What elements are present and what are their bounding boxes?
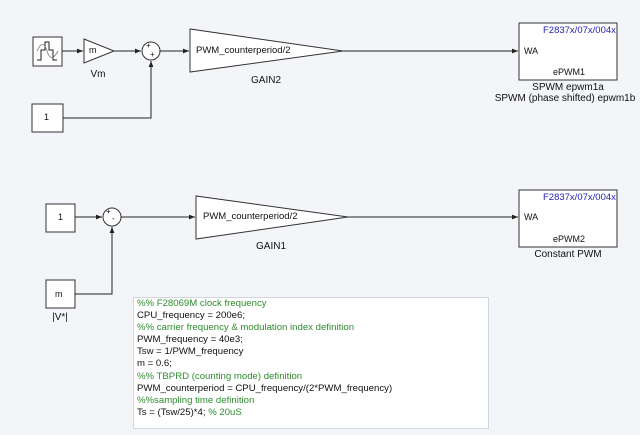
constant-m-value: m: [55, 289, 63, 299]
sine-wave-source-block[interactable]: [32, 36, 63, 67]
code-line: PWM_frequency = 40e3;: [137, 334, 243, 346]
gain2-expression: PWM_counterperiod/2: [196, 45, 291, 56]
epwm1-caption-1: SPWM epwm1a: [532, 82, 604, 93]
code-line: CPU_frequency = 200e6;: [137, 310, 245, 322]
sum-bottom-sign-2: -: [112, 214, 115, 223]
epwm2-target: F2837x/07x/004x: [543, 192, 616, 203]
constant-1-top-value: 1: [44, 112, 50, 122]
wire-m-to-sum-bottom: [75, 227, 115, 295]
epwm1-name: ePWM1: [553, 67, 586, 77]
code-line: Tsw = 1/PWM_frequency: [137, 346, 244, 358]
code-line: %% carrier frequency & modulation index …: [137, 322, 355, 334]
sum-top-sign-1: +: [146, 41, 151, 50]
constant-1-bottom-block[interactable]: [45, 203, 76, 233]
init-code-annotation[interactable]: %% F28069M clock frequency CPU_frequency…: [133, 297, 489, 429]
epwm1-port: WA: [524, 46, 539, 56]
code-line: %% TBPRD (counting mode) definition: [137, 370, 303, 382]
wire-const-to-sum-top: [63, 61, 154, 119]
vm-label: Vm: [90, 69, 106, 80]
epwm2-name: ePWM2: [553, 234, 586, 244]
gain2-block[interactable]: [189, 28, 344, 73]
code-line: PWM_counterperiod = CPU_frequency/(2*PWM…: [137, 382, 393, 394]
code-line: Ts = (Tsw/25)*4; % 20uS: [137, 406, 242, 418]
code-line: m = 0.6;: [137, 358, 172, 370]
constant-1-bottom-value: 1: [58, 212, 64, 222]
constant-m-block[interactable]: [45, 279, 76, 309]
epwm2-caption: Constant PWM: [534, 249, 602, 260]
epwm1-caption-2: SPWM (phase shifted) epwm1b: [494, 93, 636, 104]
gain1-name: GAIN1: [255, 241, 287, 252]
v-star-label: |V*|: [52, 312, 68, 323]
code-line: %%sampling time definition: [137, 394, 255, 406]
gain-m-label: m: [89, 45, 97, 55]
epwm2-port: WA: [524, 212, 539, 222]
epwm1-target: F2837x/07x/004x: [543, 25, 616, 36]
epwm1-block[interactable]: [518, 22, 618, 81]
sum-top-sign-2: +: [150, 50, 155, 59]
code-line: %% F28069M clock frequency: [137, 298, 267, 309]
epwm2-block[interactable]: [518, 189, 618, 248]
gain1-block[interactable]: [195, 195, 349, 240]
constant-1-top-block[interactable]: [31, 103, 64, 133]
gain-m-block[interactable]: [83, 38, 116, 64]
gain1-expression: PWM_counterperiod/2: [203, 211, 298, 222]
sum-bottom-sign-1: +: [106, 207, 111, 216]
gain2-name: GAIN2: [250, 75, 282, 86]
